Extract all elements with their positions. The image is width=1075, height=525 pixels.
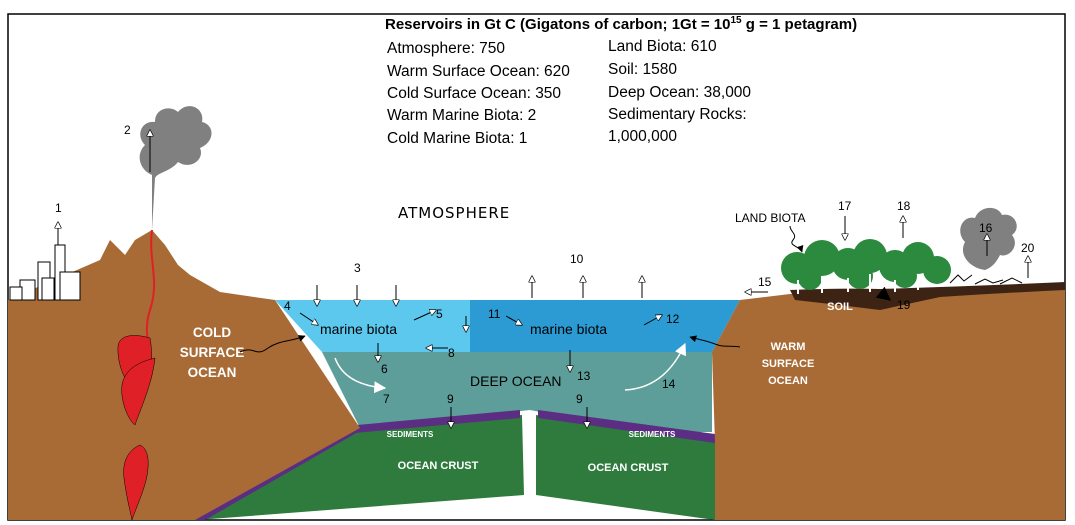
flux-number-3: 3 (354, 261, 361, 275)
flux-arrows (58, 130, 1028, 428)
magma-chamber-2 (121, 357, 156, 426)
land-biota-label: LAND BIOTA (735, 211, 805, 225)
fire-smoke (960, 207, 1017, 270)
trees (781, 239, 951, 290)
flux-number-12: 12 (666, 312, 680, 326)
reservoir-sedimentary-rocks: Sedimentary Rocks: (608, 106, 747, 123)
flux-number-13: 13 (577, 369, 591, 383)
cold-surface-ocean-label-2: SURFACE (180, 345, 245, 360)
flux-number-15: 15 (758, 275, 772, 289)
flux-number-1: 1 (55, 201, 62, 215)
reservoirs-header: Reservoirs in Gt C (Gigatons of carbon; … (385, 15, 857, 33)
reservoir-warm-marine-biota: Warm Marine Biota: 2 (387, 107, 536, 124)
flux-number-7: 7 (383, 392, 390, 406)
cold-surface-ocean-label-3: OCEAN (188, 365, 237, 380)
land-biota-connector (789, 225, 804, 253)
soil-layer (790, 282, 1065, 310)
warm-surface-ocean-label-3: OCEAN (768, 375, 808, 387)
reservoir-atmosphere: Atmosphere: 750 (387, 40, 505, 57)
cold-surface-ocean-water (275, 300, 470, 352)
flux-number-16: 16 (979, 221, 993, 235)
ocean-crust-left (197, 415, 524, 520)
ridge-gap (522, 415, 536, 500)
reservoir-land-biota: Land Biota: 610 (608, 38, 717, 55)
magma-chamber-3 (123, 444, 149, 521)
soil-label: SOIL (827, 301, 853, 313)
sediments-right-label: SEDIMENTS (629, 430, 676, 439)
factory (9, 244, 81, 301)
sediments-left-label: SEDIMENTS (387, 430, 434, 439)
warm-surface-ocean-label-1: WARM (771, 341, 806, 353)
warm-surface-ocean-label-2: SURFACE (762, 358, 815, 370)
cold-ocean-connector (239, 335, 306, 353)
deep-ocean-water (322, 352, 712, 432)
ocean-crust-left-label: OCEAN CRUST (398, 460, 479, 472)
flux-number-5: 5 (436, 307, 443, 321)
right-land (712, 283, 1065, 520)
reservoir-cold-surface-ocean: Cold Surface Ocean: 350 (387, 85, 561, 102)
flux-number-17: 17 (838, 199, 852, 213)
tree-trunks (797, 274, 919, 294)
flux-number-19: 19 (897, 298, 911, 312)
flux-number-18: 18 (897, 199, 911, 213)
flux-number-2: 2 (124, 123, 131, 137)
ocean-crust-right (536, 415, 715, 520)
deep-ocean-label: DEEP OCEAN (470, 373, 562, 389)
volcano-smoke (139, 106, 212, 230)
reservoir-sedimentary-rocks-value: 1,000,000 (608, 128, 677, 145)
ocean-crust-right-label: OCEAN CRUST (588, 462, 669, 474)
flux-number-6: 6 (381, 362, 388, 376)
left-land (8, 230, 360, 520)
reservoir-deep-ocean: Deep Ocean: 38,000 (608, 84, 751, 101)
flux-number-9b: 9 (576, 392, 583, 406)
flux-number-9a: 9 (447, 392, 454, 406)
marine-biota-warm-label: marine biota (530, 321, 607, 337)
flux-numbers: 1 2 3 4 5 6 7 8 9 9 10 11 12 13 14 15 16… (55, 123, 1035, 406)
flux-number-4: 4 (284, 299, 291, 313)
flux-number-10: 10 (570, 252, 584, 266)
burning-debris (949, 274, 1023, 285)
atmosphere-label: ATMOSPHERE (398, 204, 510, 222)
upwelling-arrow (624, 342, 686, 391)
flux-number-20: 20 (1021, 241, 1035, 255)
flux-number-14: 14 (662, 377, 676, 391)
sediments-right (538, 410, 715, 443)
flux-number-11: 11 (488, 307, 501, 321)
marine-biota-cold-label: marine biota (320, 321, 397, 337)
diagram-frame (7, 13, 1066, 521)
sediments-left (355, 410, 520, 433)
downwelling-arrow (334, 357, 387, 394)
cold-surface-ocean-label-1: COLD (193, 325, 231, 340)
warm-surface-ocean-water (470, 300, 740, 352)
reservoir-warm-surface-ocean: Warm Surface Ocean: 620 (387, 63, 570, 80)
reservoir-soil: Soil: 1580 (608, 61, 677, 78)
flux-number-8: 8 (448, 346, 455, 360)
reservoir-cold-marine-biota: Cold Marine Biota: 1 (387, 130, 527, 147)
warm-ocean-connector (689, 335, 741, 348)
